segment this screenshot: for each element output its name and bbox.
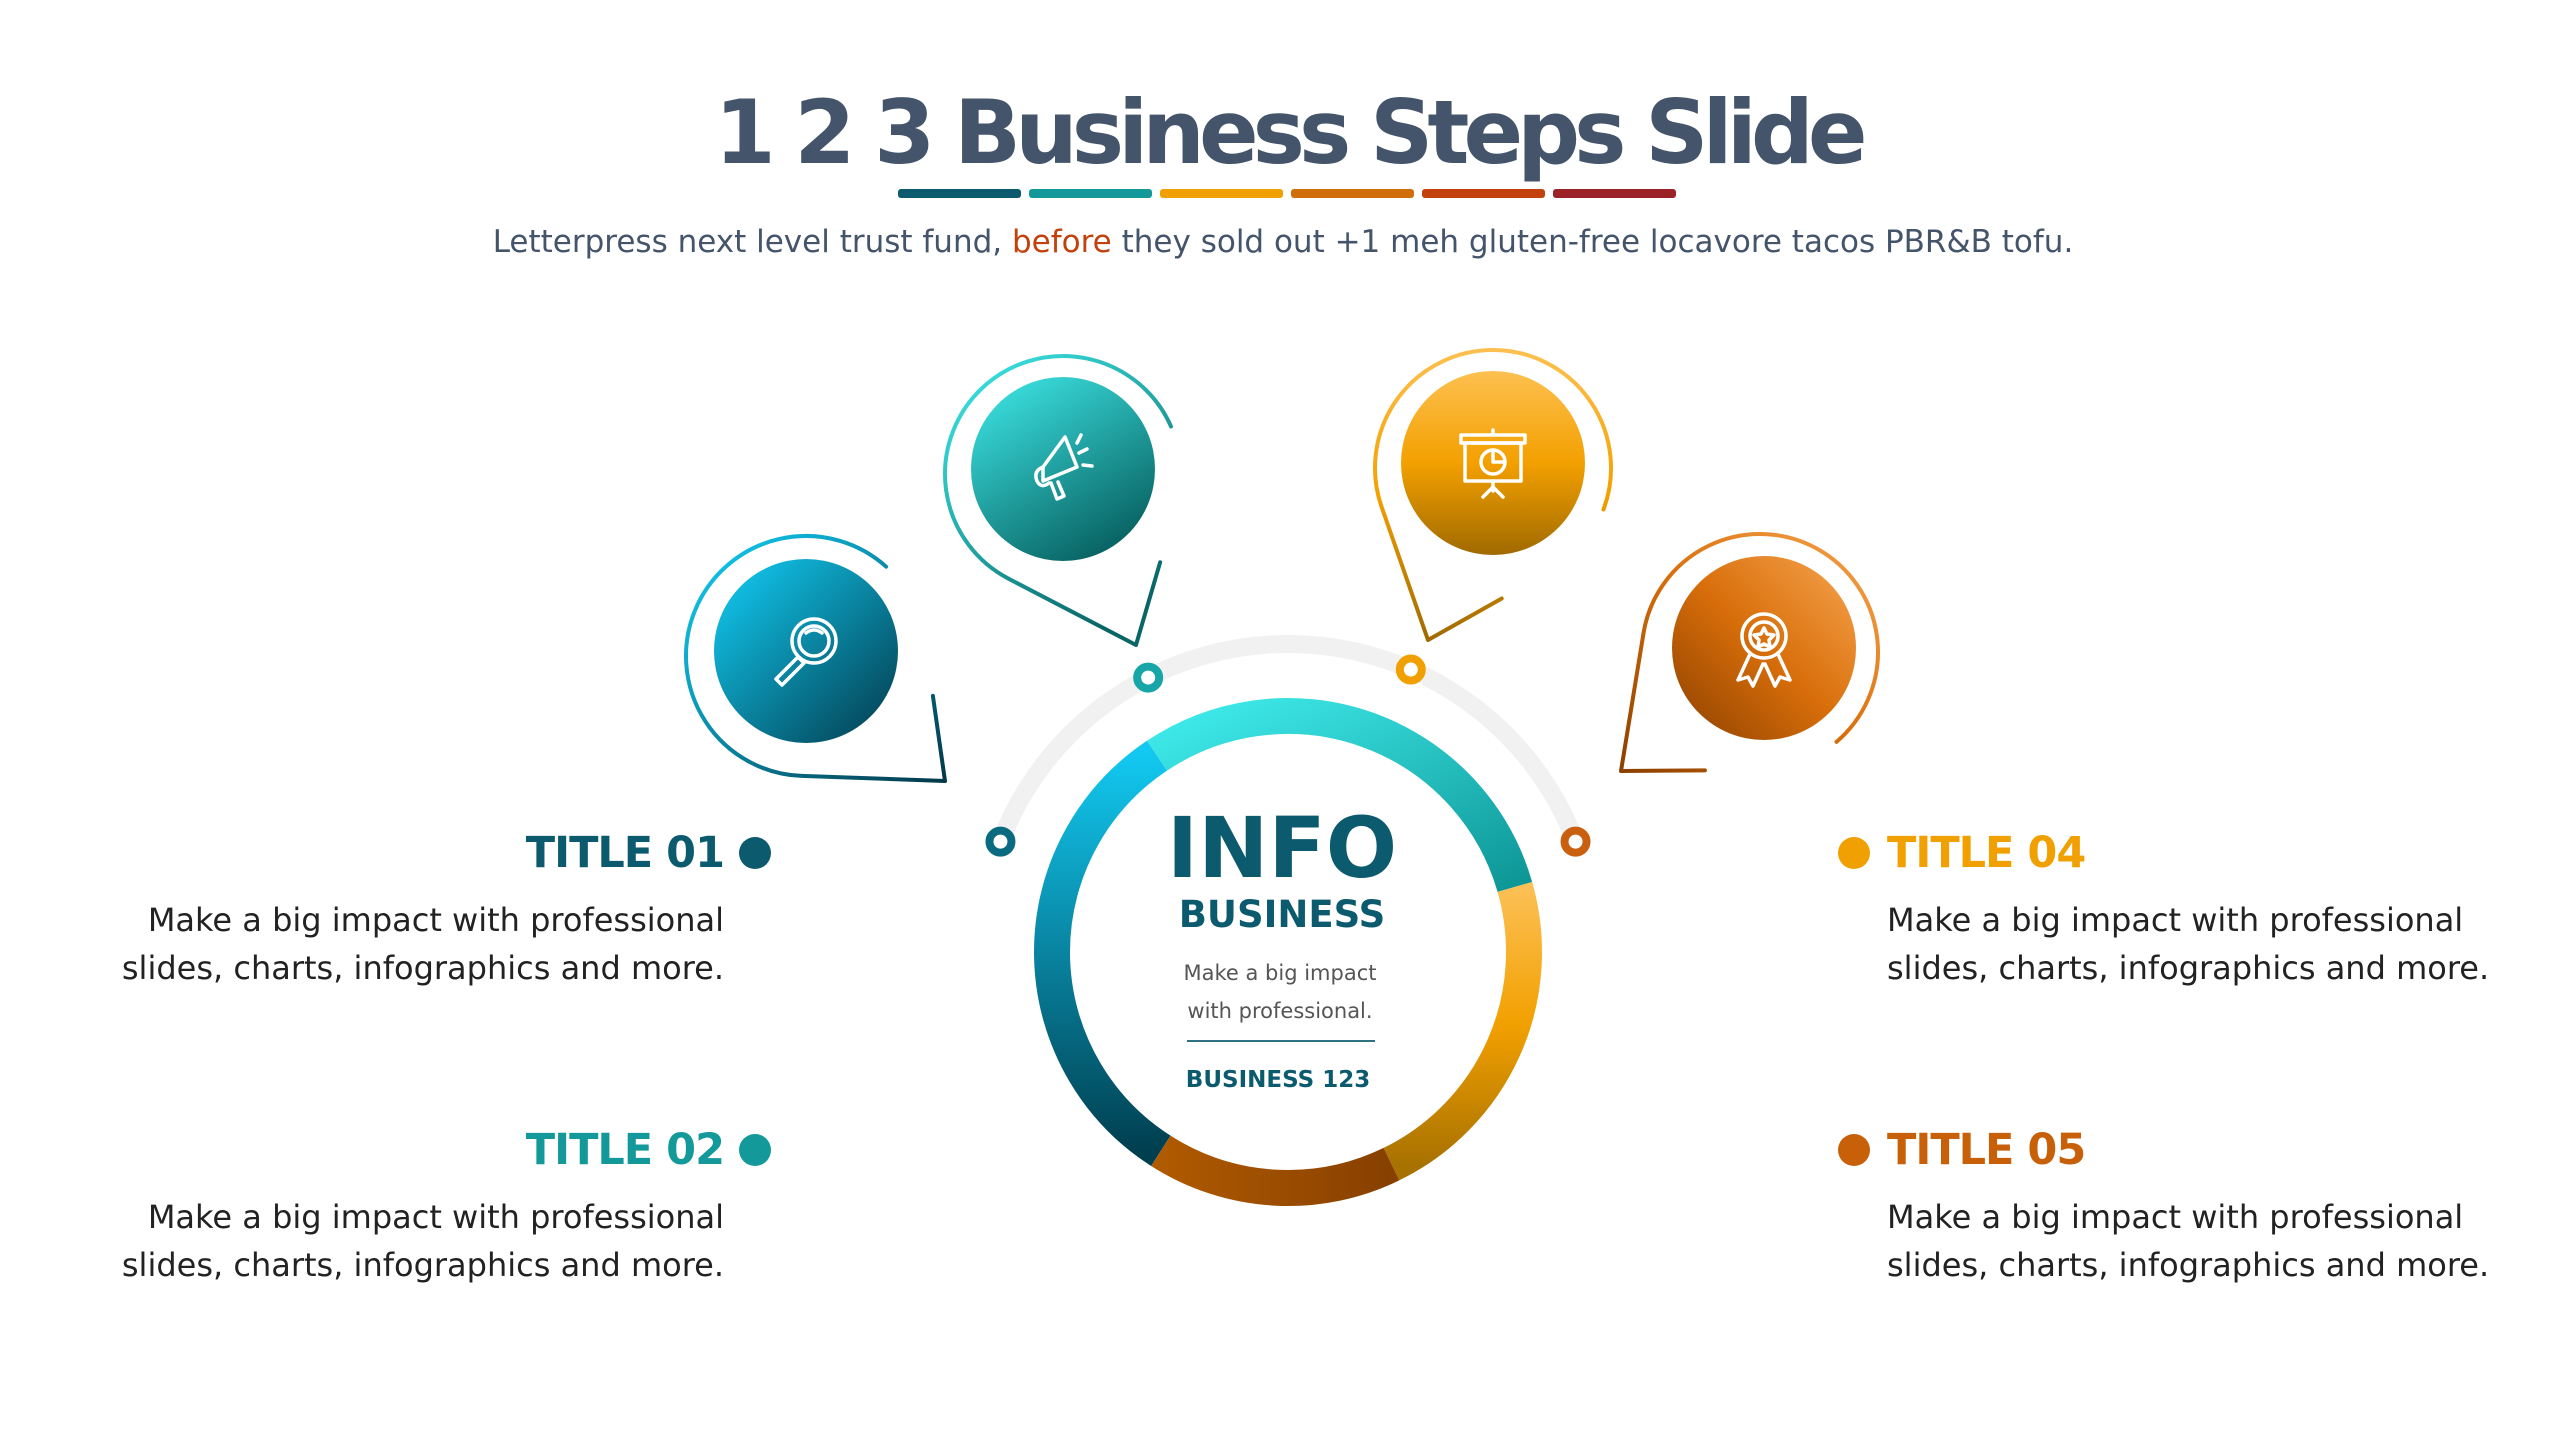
ring-segment-top: [1147, 698, 1533, 892]
pin-outline-1: [684, 534, 947, 783]
step-dot-02: [739, 1134, 771, 1166]
ring-segment-bottom: [1151, 1135, 1400, 1206]
underline-bar-1: [898, 189, 1021, 198]
center-text-line1: Make a big impact: [1183, 961, 1377, 985]
step-text-04-line2: slides, charts, infographics and more.: [1887, 949, 2490, 987]
award-ribbon-icon: [1736, 612, 1792, 688]
step-title-02: TITLE 02: [525, 1125, 725, 1175]
pin-circle-1: [714, 559, 898, 743]
center-subheading: BUSINESS: [1178, 893, 1386, 936]
arc-node-2: [1133, 662, 1164, 693]
pin-outline-2: [943, 354, 1174, 647]
subtitle-highlight: before: [1011, 224, 1112, 260]
ring-segment-right: [1383, 882, 1542, 1181]
step-text-01-line1: Make a big impact with professional: [147, 901, 724, 939]
step-dot-05: [1838, 1134, 1870, 1166]
step-title-05: TITLE 05: [1887, 1125, 2086, 1175]
subtitle: Letterpress next level trust fund, befor…: [493, 220, 2074, 264]
megaphone-icon: [1034, 433, 1094, 501]
pin-outline-3: [1373, 348, 1613, 642]
underline-bar-2: [1029, 189, 1152, 198]
step-dot-01: [739, 837, 771, 869]
pin-circle-4: [1672, 556, 1856, 740]
step-title-04: TITLE 04: [1887, 828, 2086, 878]
magnifier-icon: [774, 617, 838, 687]
subtitle-text-end: they sold out +1 meh gluten-free locavor…: [1111, 224, 2074, 260]
center-footer: BUSINESS 123: [1185, 1067, 1371, 1093]
step-dot-04: [1838, 837, 1870, 869]
presentation-board-icon: [1459, 428, 1527, 499]
ring-segment-left: [1034, 740, 1171, 1166]
step-text-02-line2: slides, charts, infographics and more.: [121, 1246, 724, 1284]
center-divider: [1187, 1040, 1375, 1042]
arc-node-4: [1560, 826, 1591, 857]
subtitle-text: Letterpress next level trust fund,: [492, 224, 1012, 260]
center-text-line2: with professional.: [1187, 999, 1373, 1023]
arc-node-3: [1395, 654, 1426, 685]
step-text-05-line2: slides, charts, infographics and more.: [1887, 1246, 2490, 1284]
page-title: 1 2 3 Business Steps Slide: [714, 81, 1867, 184]
pin-outline-4: [1619, 532, 1880, 773]
step-text-05-line1: Make a big impact with professional: [1887, 1198, 2464, 1236]
title-underline-bars: [898, 189, 1676, 198]
underline-bar-5: [1422, 189, 1545, 198]
underline-bar-3: [1160, 189, 1283, 198]
step-text-02-line1: Make a big impact with professional: [147, 1198, 724, 1236]
underline-bar-4: [1291, 189, 1414, 198]
pin-circle-2: [971, 377, 1155, 561]
connector-arc: [991, 635, 1585, 851]
step-text-04-line1: Make a big impact with professional: [1887, 901, 2464, 939]
center-heading: INFO: [1166, 799, 1398, 897]
arc-node-1: [985, 826, 1016, 857]
step-title-01: TITLE 01: [525, 828, 725, 878]
step-text-01-line2: slides, charts, infographics and more.: [121, 949, 724, 987]
underline-bar-6: [1553, 189, 1676, 198]
